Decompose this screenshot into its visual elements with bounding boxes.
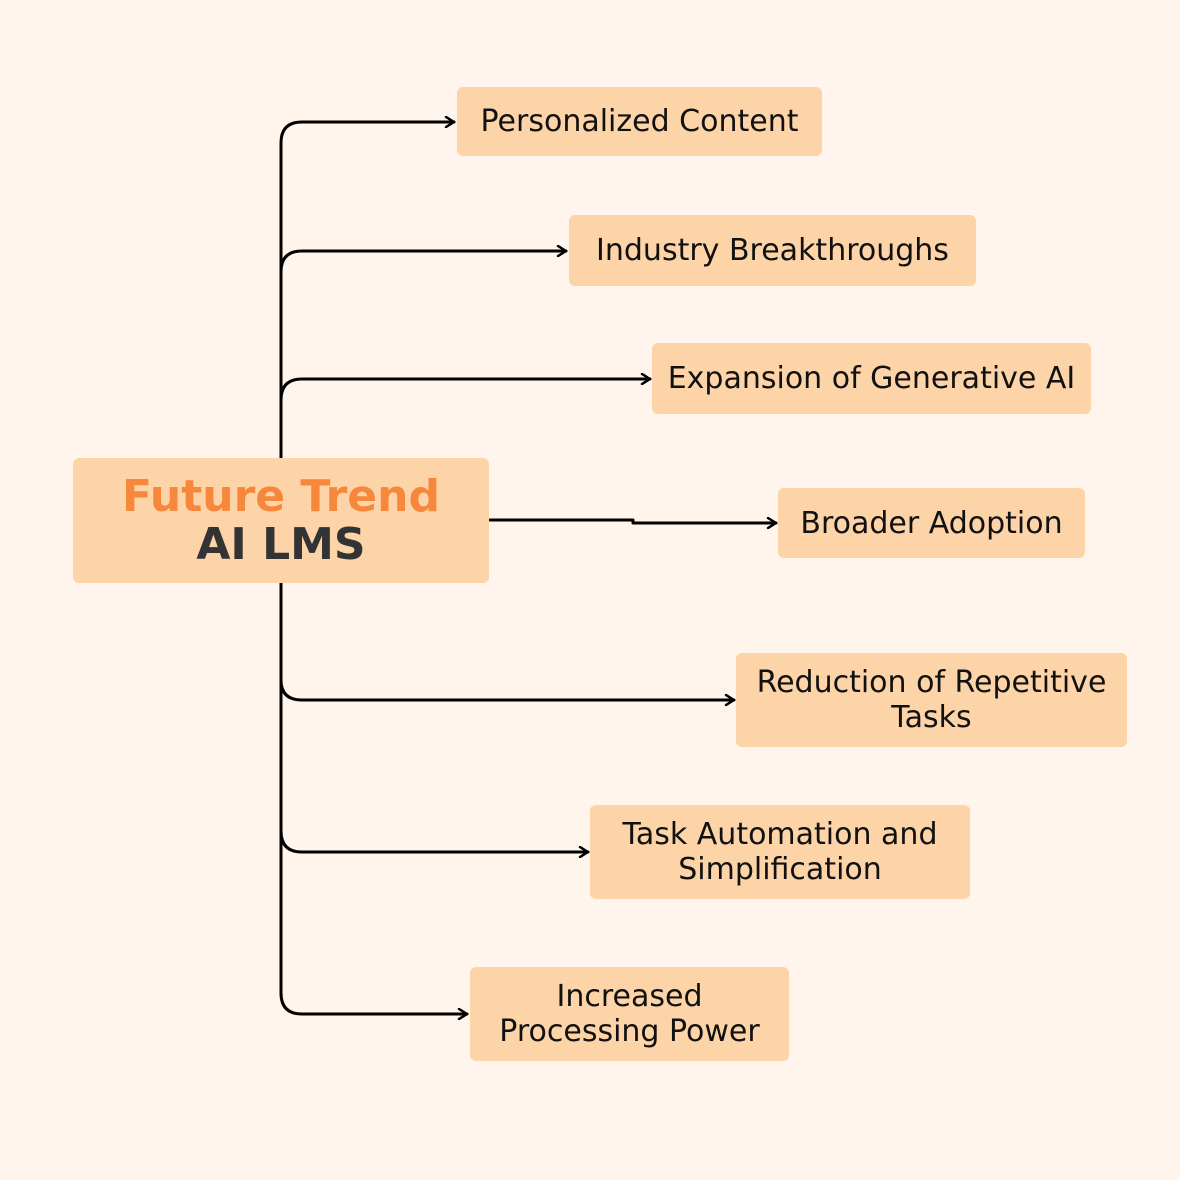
branch-personalized-content: Personalized Content [457, 87, 822, 156]
connector-generative-ai [279, 379, 652, 402]
connector-personalized-content [279, 122, 456, 460]
connector-task-automation [279, 829, 590, 852]
branch-label: Expansion of Generative AI [667, 361, 1076, 396]
branch-label: Personalized Content [480, 104, 799, 139]
branch-broader-adoption: Broader Adoption [778, 488, 1085, 558]
central-topic-title: Future Trend [122, 470, 440, 522]
branch-industry-breakthroughs: Industry Breakthroughs [569, 215, 976, 286]
connector-industry-breakthroughs [279, 251, 568, 274]
branch-label-line-1: Task Automation and [622, 817, 938, 852]
branch-label: Industry Breakthroughs [596, 233, 949, 268]
central-topic-box: Future Trend AI LMS [73, 458, 489, 583]
central-topic-subtitle: AI LMS [196, 518, 366, 570]
branch-label-line-1: Reduction of Repetitive [756, 665, 1107, 700]
branch-expansion-generative-ai: Expansion of Generative AI [652, 343, 1091, 414]
branch-reduction-repetitive-tasks: Reduction of Repetitive Tasks [736, 653, 1127, 747]
branch-label-line-2: Simplification [678, 852, 882, 887]
branch-label: Broader Adoption [800, 505, 1063, 541]
branch-increased-processing-power: Increased Processing Power [470, 967, 789, 1061]
connector-broader-adoption [488, 520, 778, 523]
branch-task-automation-simplification: Task Automation and Simplification [590, 805, 970, 899]
branch-label-line-2: Processing Power [499, 1014, 760, 1049]
branch-label-line-1: Increased [556, 979, 703, 1014]
branch-label-line-2: Tasks [891, 700, 972, 735]
connector-trunk-lower [279, 581, 469, 1014]
connector-repetitive-tasks [279, 678, 736, 700]
